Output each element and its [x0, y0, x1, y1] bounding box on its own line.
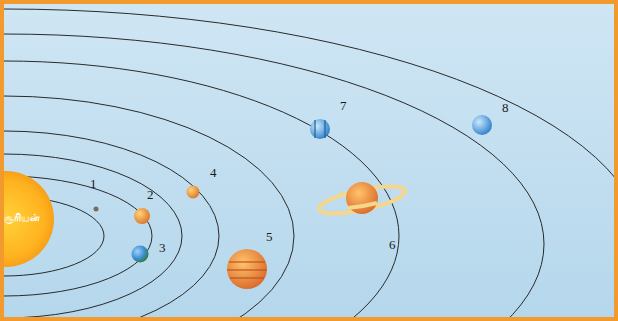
sun-label-box: சூரியன்: [0, 209, 58, 229]
callout-number: 1: [90, 176, 97, 192]
mars: [187, 186, 200, 199]
callout-number: 8: [502, 100, 509, 116]
mercury: [94, 207, 99, 212]
saturn: [317, 181, 407, 219]
sun: [4, 171, 54, 267]
jupiter: [227, 249, 267, 289]
neptune: [472, 115, 492, 135]
callout-number: 5: [266, 229, 273, 245]
callout-number: 3: [159, 240, 166, 256]
earth: [132, 246, 149, 263]
callout-number: 4: [210, 165, 217, 181]
solar-system-illustration: [4, 4, 618, 321]
callout-number: 7: [340, 98, 347, 114]
uranus: [310, 119, 330, 139]
sun-name: சூரியன்: [4, 212, 40, 225]
venus: [134, 208, 150, 224]
callout-number: 6: [389, 237, 396, 253]
orbits: [4, 9, 618, 321]
callout-number: 2: [147, 187, 154, 203]
